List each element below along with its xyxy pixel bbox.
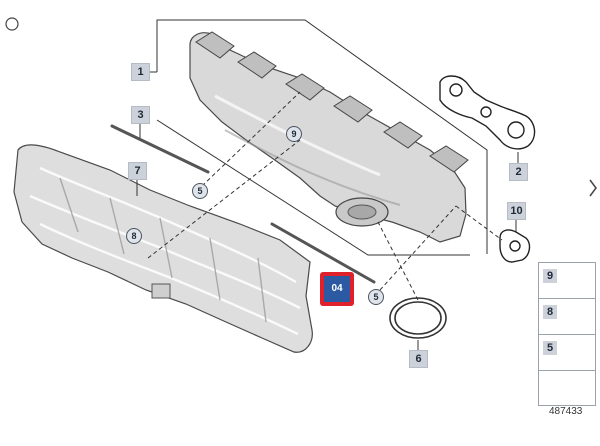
callout-1[interactable]: 1 <box>131 63 150 81</box>
studs <box>110 124 376 284</box>
legend-panel: 9 8 5 <box>538 262 596 406</box>
reference-04-button[interactable]: 04 <box>320 272 354 306</box>
callout-9[interactable]: 9 <box>286 126 302 142</box>
callout-2[interactable]: 2 <box>509 163 528 181</box>
legend-row-hex-nut[interactable]: 5 <box>539 335 595 371</box>
frame-lines <box>150 19 488 256</box>
callout-6[interactable]: 6 <box>409 350 428 368</box>
seal-ring <box>389 297 447 339</box>
diagram-number: 487433 <box>549 406 583 417</box>
legend-row-flange-nut[interactable]: 8 <box>539 299 595 335</box>
callout-8[interactable]: 8 <box>126 228 142 244</box>
reference-04-label: 04 <box>324 276 350 302</box>
exhaust-manifold <box>189 31 469 243</box>
heat-shield <box>13 144 313 353</box>
small-flange-gasket <box>499 229 531 263</box>
legend-row-arrow[interactable] <box>539 371 595 406</box>
callout-7[interactable]: 7 <box>128 162 147 180</box>
leader-dashed <box>147 91 503 301</box>
edge-marker-icon <box>5 17 19 31</box>
callout-5-upper[interactable]: 5 <box>192 183 208 199</box>
callout-5-lower[interactable]: 5 <box>368 289 384 305</box>
chevron-right-icon[interactable] <box>589 179 597 197</box>
callout-10[interactable]: 10 <box>507 202 526 220</box>
legend-number: 8 <box>543 305 557 319</box>
legend-number: 5 <box>543 341 557 355</box>
callout-3[interactable]: 3 <box>131 106 150 124</box>
manifold-gasket <box>439 75 536 150</box>
legend-row-stud[interactable]: 9 <box>539 263 595 299</box>
legend-number: 9 <box>543 269 557 283</box>
